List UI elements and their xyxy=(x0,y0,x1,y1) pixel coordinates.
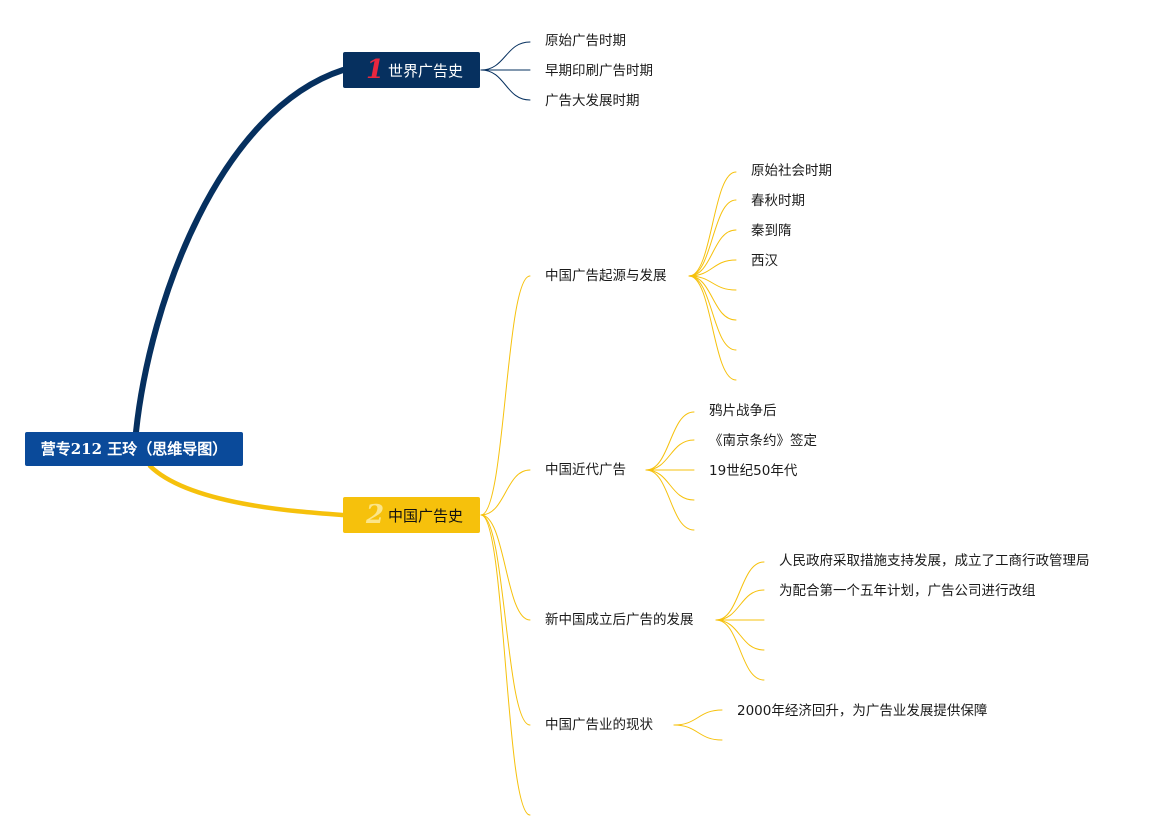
connector-line xyxy=(480,275,531,516)
leaf-topic[interactable]: 春秋时期 xyxy=(751,193,805,209)
subtopic-status[interactable]: 中国广告业的现状 xyxy=(545,717,653,733)
connector-line xyxy=(480,469,531,516)
connector-line xyxy=(645,411,695,471)
leaf-topic[interactable]: 19世纪50年代 xyxy=(709,463,798,479)
leaf-topic[interactable]: 秦到隋 xyxy=(751,223,792,239)
connector-line xyxy=(645,469,695,531)
connector-line xyxy=(688,275,737,321)
connector-line xyxy=(715,619,765,681)
branch-label: 中国广告史 xyxy=(388,506,464,525)
connector-line xyxy=(480,69,531,101)
connector-line xyxy=(673,709,723,726)
leaf-topic[interactable]: 鸦片战争后 xyxy=(709,403,777,419)
connector-line xyxy=(645,469,695,501)
branch-number-badge: 1 xyxy=(365,55,385,85)
leaf-topic[interactable]: 原始广告时期 xyxy=(545,33,626,49)
connector-line xyxy=(688,171,737,277)
connector-line xyxy=(480,514,531,816)
subtopic-new-china[interactable]: 新中国成立后广告的发展 xyxy=(545,612,694,628)
connector-line xyxy=(673,724,723,741)
branch-china-ad-history[interactable]: 2 中国广告史 xyxy=(343,497,480,533)
root-node[interactable]: 营专212 王玲（思维导图） xyxy=(25,432,243,466)
leaf-topic[interactable]: 早期印刷广告时期 xyxy=(545,63,653,79)
connector-line xyxy=(480,514,531,726)
connector-line xyxy=(480,41,531,71)
leaf-topic[interactable]: 原始社会时期 xyxy=(751,163,832,179)
leaf-topic[interactable]: 2000年经济回升，为广告业发展提供保障 xyxy=(737,703,988,719)
leaf-topic[interactable]: 人民政府采取措施支持发展，成立了工商行政管理局 xyxy=(779,553,1090,569)
connector-line xyxy=(688,275,737,351)
connector-line xyxy=(688,199,737,277)
connector-line xyxy=(688,229,737,277)
connector-line xyxy=(688,275,737,381)
branch-world-ad-history[interactable]: 1 世界广告史 xyxy=(343,52,480,88)
subtopic-origin[interactable]: 中国广告起源与发展 xyxy=(545,268,667,284)
connector-line xyxy=(715,561,765,621)
leaf-topic[interactable]: 西汉 xyxy=(751,253,778,269)
connector-line xyxy=(715,589,765,621)
connector-line xyxy=(715,619,765,651)
subtopic-modern[interactable]: 中国近代广告 xyxy=(545,462,626,478)
leaf-topic[interactable]: 《南京条约》签定 xyxy=(709,433,817,449)
leaf-topic[interactable]: 为配合第一个五年计划，广告公司进行改组 xyxy=(779,583,1036,599)
connector-line xyxy=(480,514,531,621)
root-to-branch-1-line xyxy=(133,67,346,435)
connector-line xyxy=(645,439,695,471)
branch-number-badge: 2 xyxy=(365,500,385,530)
connector-line xyxy=(688,259,737,277)
branch-label: 世界广告史 xyxy=(388,61,464,80)
leaf-topic[interactable]: 广告大发展时期 xyxy=(545,93,640,109)
root-to-branch-2-line xyxy=(147,463,346,518)
